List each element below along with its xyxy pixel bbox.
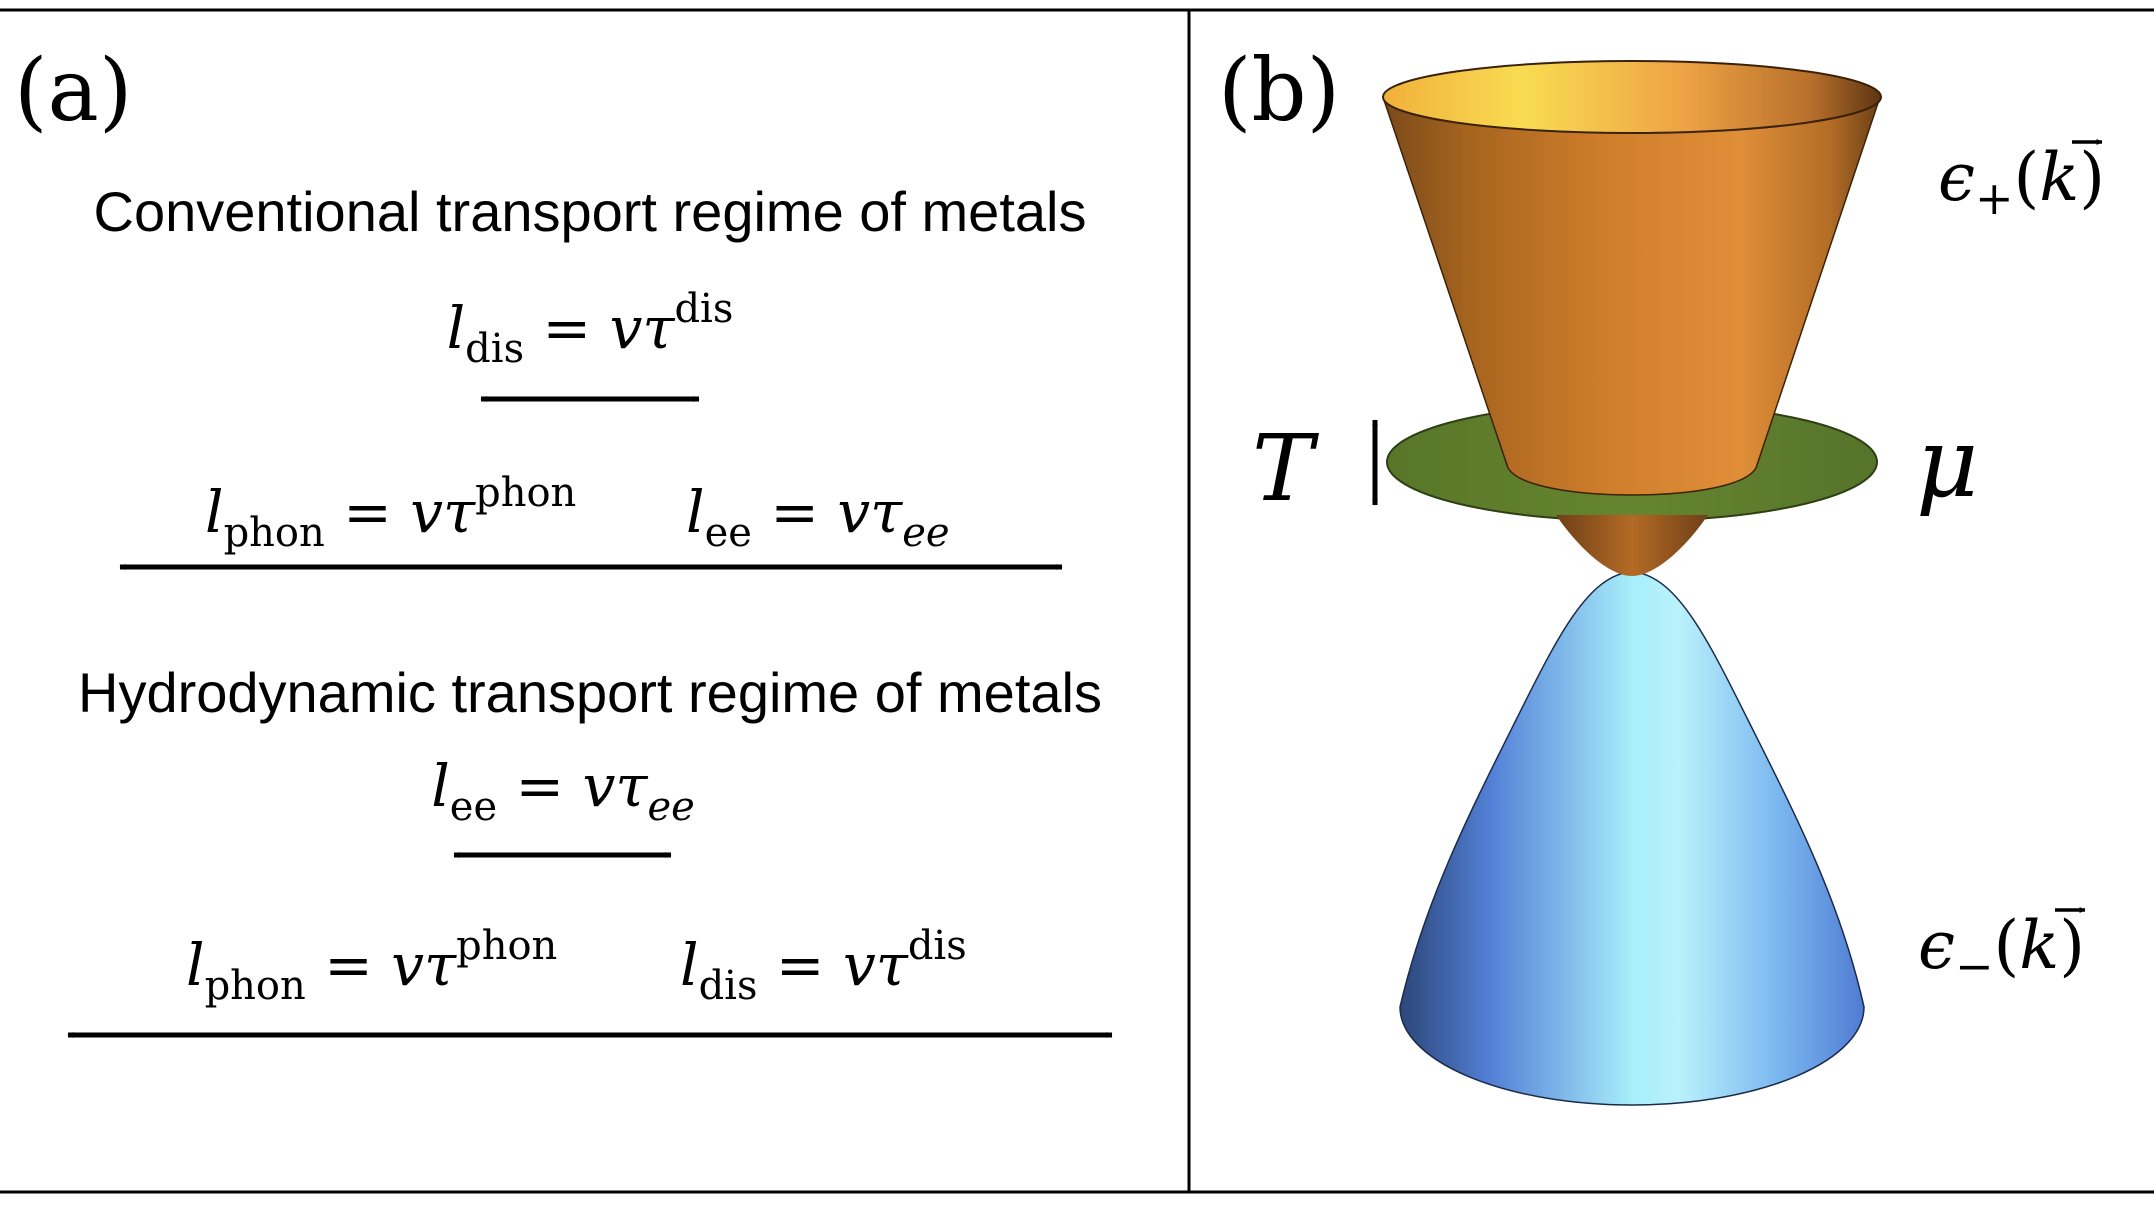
k: k [2039, 139, 2079, 216]
sub: + [1975, 171, 2014, 225]
svg-text:lphon = vτphon: lphon = vτphon [186, 923, 557, 1009]
open: ( [1994, 907, 2020, 984]
sub: dis [699, 963, 758, 1009]
upper-band-rim [1382, 60, 1882, 134]
svg-text:ldis = vτdis: ldis = vτdis [447, 286, 734, 372]
sub2: ee [902, 510, 949, 556]
sup: dis [674, 286, 733, 332]
sym: l [431, 752, 450, 820]
sym: ϵ [1918, 907, 1955, 984]
conventional-ee-length: lee = vτee [686, 478, 950, 556]
sub: − [1955, 939, 1994, 993]
sup: phon [475, 470, 576, 516]
eq: = vτ [524, 294, 675, 362]
conventional-phon-length: lphon = vτphon [205, 470, 576, 556]
close: ) [2079, 139, 2105, 216]
eq: = vτ [497, 752, 648, 820]
hydrodynamic-heading: Hydrodynamic transport regime of metals [78, 661, 1102, 724]
sub: ee [450, 784, 497, 830]
temperature-label: T [1252, 415, 1319, 522]
lower-band-label: ϵ−(k) [1918, 907, 2086, 993]
upper-band-tip [1556, 515, 1708, 576]
hydrodynamic-ee-length: lee = vτee [431, 752, 695, 830]
eq: = vτ [752, 478, 903, 546]
svg-text:lphon = vτphon: lphon = vτphon [205, 470, 576, 556]
eq: = vτ [325, 478, 476, 546]
sym: l [186, 931, 205, 999]
sym: l [447, 294, 466, 362]
close: ) [2059, 907, 2085, 984]
upper-band-label: ϵ+(k) [1938, 139, 2105, 225]
sym: ϵ [1938, 139, 1975, 216]
eq: = vτ [306, 931, 457, 999]
sub: phon [224, 510, 325, 556]
conventional-heading: Conventional transport regime of metals [94, 180, 1087, 243]
upper-band-surface [1381, 96, 1882, 496]
sub: phon [205, 963, 306, 1009]
svg-text:ϵ−(k): ϵ−(k) [1918, 907, 2085, 993]
eq: = vτ [758, 931, 909, 999]
sub: dis [465, 326, 524, 372]
chemical-potential-label: μ [1916, 407, 1978, 519]
svg-text:ldis = vτdis: ldis = vτdis [680, 923, 967, 1009]
sub: ee [705, 510, 752, 556]
sym: l [686, 478, 705, 546]
panel-a-label: (a) [14, 41, 132, 141]
svg-text:lee = vτee: lee = vτee [431, 752, 695, 830]
open: ( [2014, 139, 2040, 216]
k: k [2019, 907, 2059, 984]
sub2: ee [647, 784, 694, 830]
hydrodynamic-phon-length: lphon = vτphon [186, 923, 557, 1009]
sup: phon [456, 923, 557, 969]
hydrodynamic-dis-length: ldis = vτdis [680, 923, 967, 1009]
sup: dis [908, 923, 967, 969]
lower-band-surface [1399, 571, 1865, 1106]
svg-text:lee = vτee: lee = vτee [686, 478, 950, 556]
sym: l [205, 478, 224, 546]
sym: l [680, 931, 699, 999]
svg-text:ϵ+(k): ϵ+(k) [1938, 139, 2105, 225]
panel-b-label: (b) [1218, 41, 1340, 141]
conventional-dis-length: ldis = vτdis [447, 286, 734, 372]
